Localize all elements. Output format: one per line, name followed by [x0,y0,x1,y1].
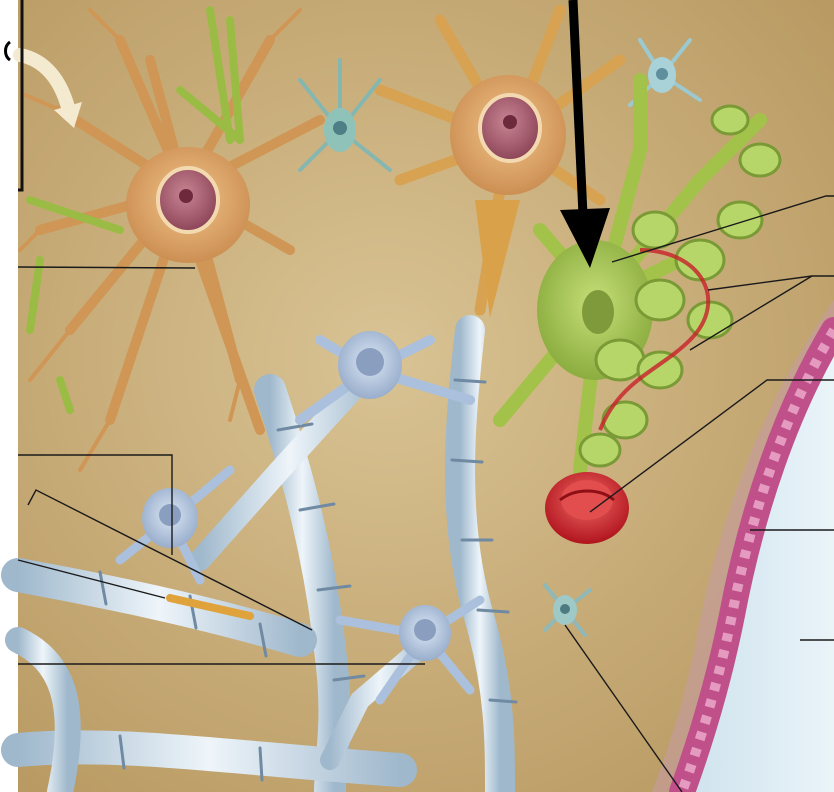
astrocyte-nucleus [582,290,614,334]
neuron-left-nucleolus [179,189,193,203]
capillary [545,472,629,544]
neuron-top-nucleolus [503,115,517,129]
left-margin [0,0,18,792]
